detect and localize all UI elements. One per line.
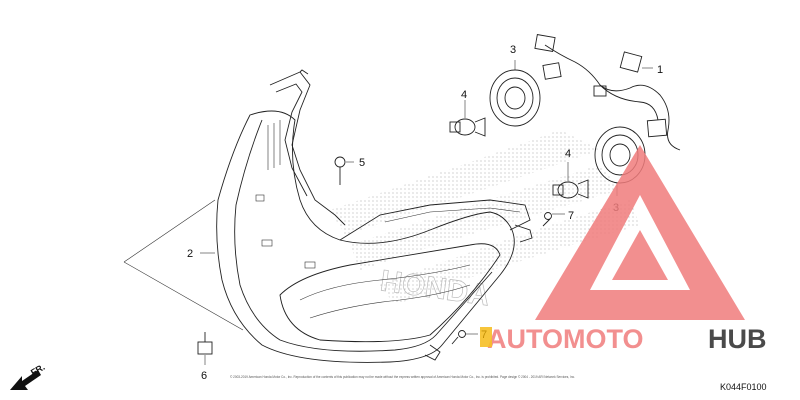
automotohub-watermark: AUTOMOTO HUB xyxy=(480,145,767,354)
watermark-triangle-icon xyxy=(535,145,745,320)
copyright-notice: © 2003-2019 American Honda Motor Co., In… xyxy=(230,374,575,379)
callout-7-upper: 7 xyxy=(568,210,574,222)
front-direction-indicator: FR. xyxy=(10,362,47,390)
diagram-code: K044F0100 xyxy=(720,382,767,392)
callout-3-upper: 3 xyxy=(510,44,516,56)
wire-harness xyxy=(534,34,681,151)
callout-2: 2 xyxy=(187,248,193,260)
screw-6 xyxy=(197,332,213,365)
screw-5 xyxy=(334,156,354,185)
front-arrow-icon xyxy=(10,370,41,390)
callout-4-upper: 4 xyxy=(461,89,467,101)
screw-7-lower xyxy=(451,330,478,345)
watermark-text-right: HUB xyxy=(708,324,767,354)
dust-cover-upper xyxy=(489,60,541,127)
callout-1: 1 xyxy=(657,64,663,76)
callout-5: 5 xyxy=(359,157,365,169)
watermark-text-left: AUTOMOTO xyxy=(487,324,644,354)
headlight-unit xyxy=(216,69,533,363)
bulb-upper xyxy=(449,100,486,137)
front-label: FR. xyxy=(29,362,47,378)
background-wing-graphic: HONDA xyxy=(330,130,640,313)
screw-7-upper xyxy=(542,212,565,227)
leader-lines-2 xyxy=(123,199,244,331)
callout-4-lower: 4 xyxy=(565,148,571,160)
bulb-lower xyxy=(552,162,589,199)
callout-6: 6 xyxy=(201,370,207,382)
